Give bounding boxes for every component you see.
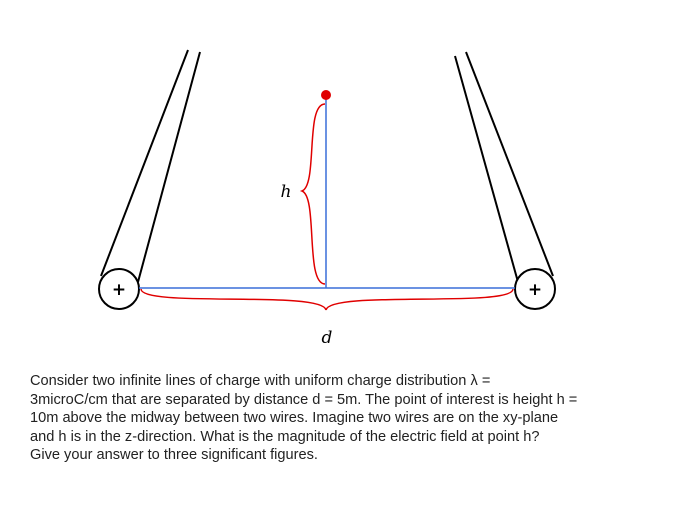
problem-statement: Consider two infinite lines of charge wi… [30,372,670,465]
point-of-interest [321,90,331,100]
problem-line-1: Consider two infinite lines of charge wi… [30,373,491,389]
distance-brace [140,288,514,311]
left-charge-sign: + [112,280,126,300]
charge-lines-diagram: + + h d [98,49,556,348]
problem-line-4: and h is in the z-direction. What is the… [30,428,540,445]
left-wire: + [98,49,201,310]
height-label: h [281,182,292,202]
left-wire-outer-edge [100,49,189,277]
right-wire-inner-edge [454,55,519,283]
right-charge-sign: + [528,280,542,300]
left-wire-inner-edge [137,51,201,283]
problem-line-2: 3microC/cm that are separated by distanc… [30,391,578,408]
right-wire: + [454,51,556,310]
height-brace [299,103,326,285]
problem-line-5: Give your answer to three significant fi… [30,447,318,464]
left-wire-cross-section [98,268,140,310]
distance-label: d [322,328,333,348]
problem-line-3: 10m above the midway between two wires. … [30,410,559,427]
right-wire-outer-edge [465,51,554,277]
right-wire-cross-section [514,268,556,310]
